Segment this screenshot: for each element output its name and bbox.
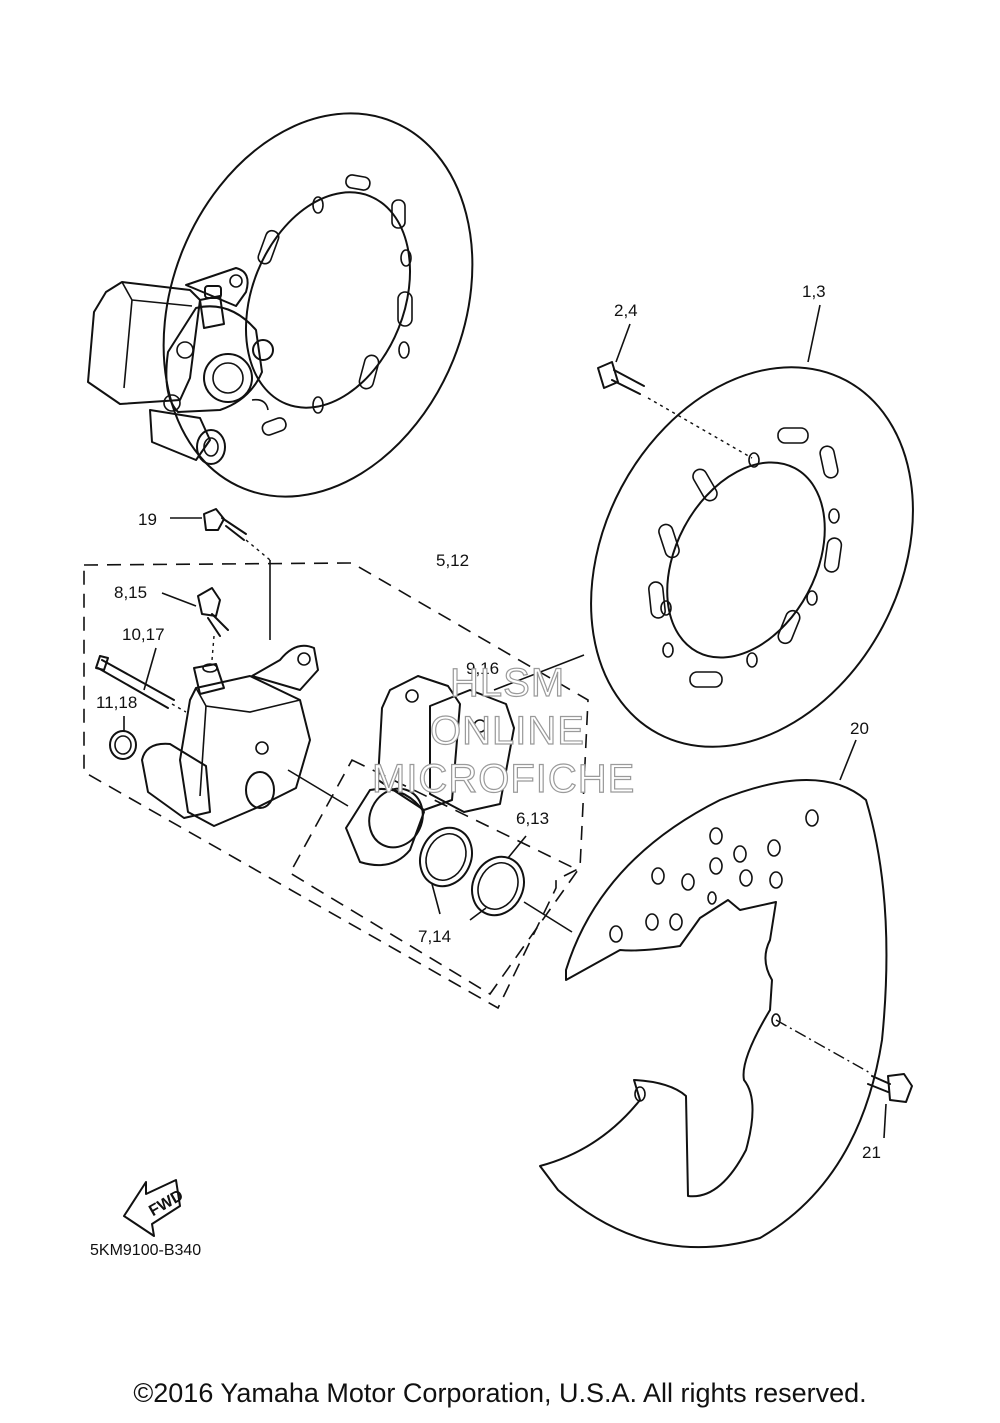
disc-bolt (597, 323, 753, 459)
dust-boot-ring (109, 716, 137, 760)
callout-21: 21 (862, 1143, 881, 1162)
caliper-body (141, 644, 349, 827)
forward-arrow-icon: FWD (123, 1179, 186, 1237)
caliper-assembly-outline (83, 562, 589, 1010)
watermark: HLSM ONLINE MICROFICHE (371, 660, 635, 801)
callout-9-16: 9,16 (466, 659, 499, 678)
watermark-line2: ONLINE (430, 709, 585, 753)
callout-6-13: 6,13 (516, 809, 549, 828)
callout-1-3: 1,3 (802, 282, 826, 301)
copyright-notice: ©2016 Yamaha Motor Corporation, U.S.A. A… (133, 1378, 867, 1408)
callout-8-15: 8,15 (114, 583, 147, 602)
brake-pads (377, 654, 585, 813)
callout-5-12: 5,12 (436, 551, 469, 570)
pad-pin (95, 647, 187, 713)
watermark-line1: HLSM (450, 661, 565, 705)
callout-11-18: 11,18 (96, 693, 137, 712)
bolt-19 (170, 508, 271, 640)
piston (345, 787, 425, 866)
callout-19: 19 (138, 510, 157, 529)
diagram-code: 5KM9100-B340 (90, 1242, 201, 1259)
piston-seals (419, 826, 573, 933)
assembled-caliper (87, 267, 274, 465)
cover-bolt (775, 1019, 913, 1139)
callout-20: 20 (850, 719, 869, 738)
assembled-brake-disc (162, 112, 474, 498)
disc-cover (539, 739, 888, 1249)
bleed-screw (161, 587, 229, 661)
callout-7-14: 7,14 (418, 927, 451, 946)
callout-10-17: 10,17 (122, 625, 165, 644)
callout-2-4: 2,4 (614, 301, 638, 320)
watermark-line3: MICROFICHE (372, 757, 635, 801)
brake-disc (590, 304, 914, 748)
